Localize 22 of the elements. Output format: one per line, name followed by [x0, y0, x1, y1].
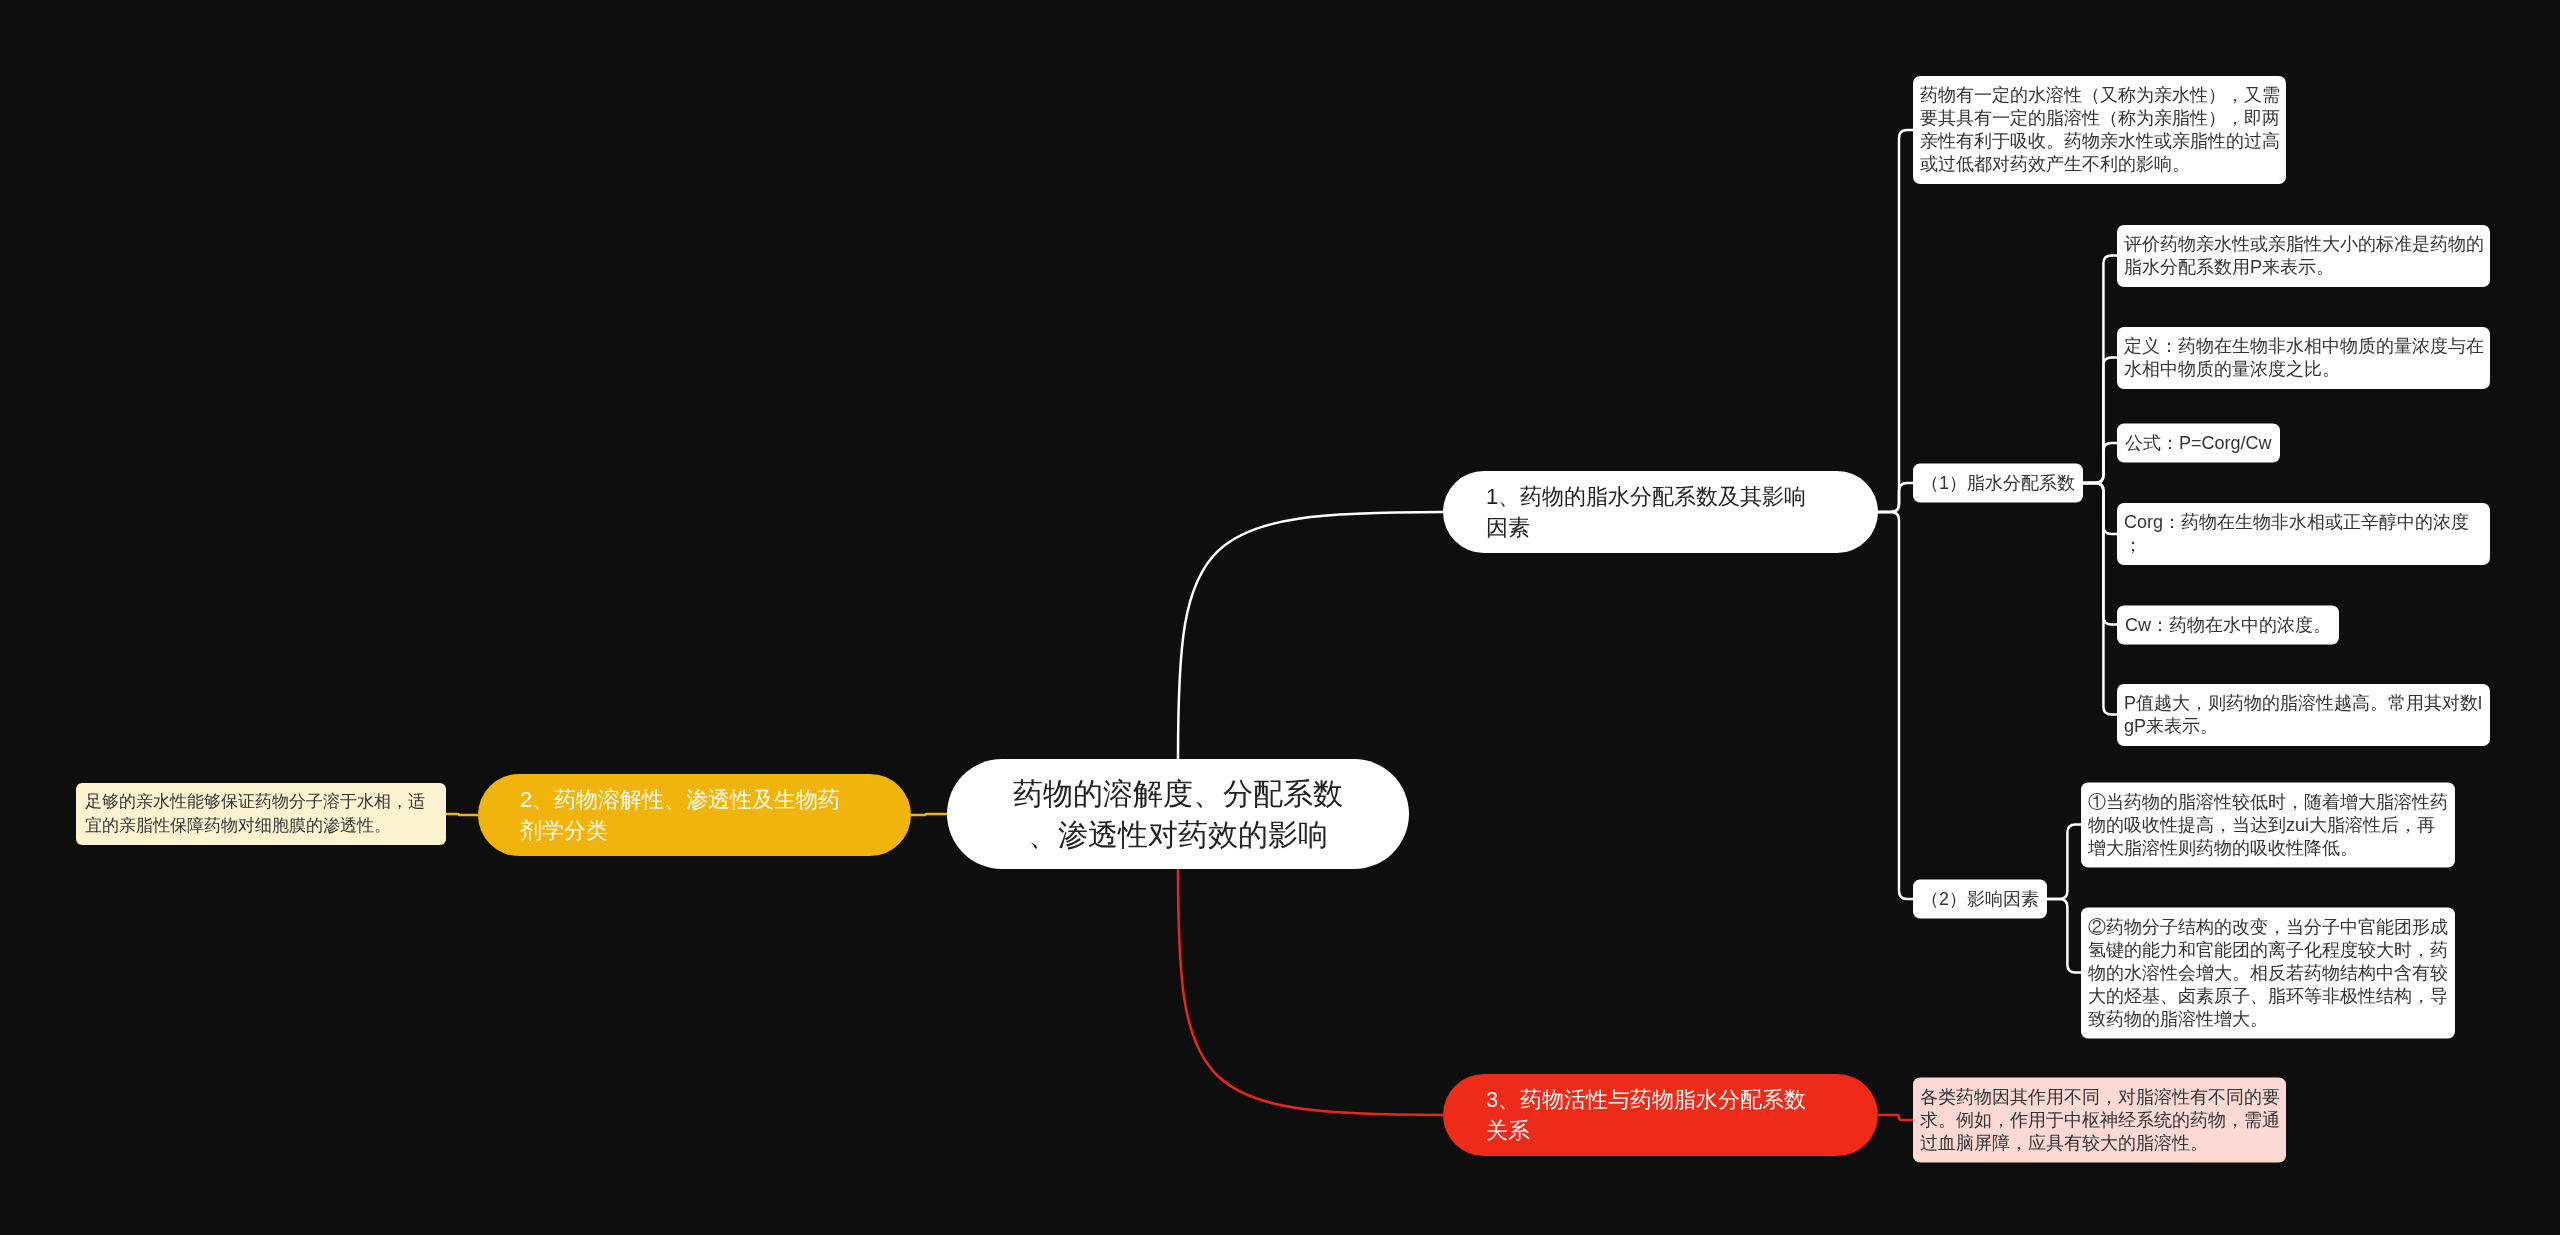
subtopic-box: （1）脂水分配系数 — [1913, 463, 2083, 503]
note-box: 评价药物亲水性或亲脂性大小的标准是药物的脂水分配系数用P来表示。 — [2117, 224, 2490, 287]
note-box: ①当药物的脂溶性较低时，随着增大脂溶性药物的吸收性提高，当达到zui大脂溶性后，再增大脂溶性则药物的吸收性降低。 — [2081, 782, 2455, 867]
branch-topic: 1、药物的脂水分配系数及其影响因素 — [1443, 471, 1878, 553]
connector-line — [1176, 510, 1443, 759]
connector-line — [1176, 869, 1443, 1117]
note-box: 定义：药物在生物非水相中物质的量浓度与在水相中物质的量浓度之比。 — [2117, 326, 2490, 389]
note-box: Corg：药物在生物非水相或正辛醇中的浓度； — [2117, 503, 2490, 565]
note-box: ②药物分子结构的改变，当分子中官能团形成氢键的能力和官能团的离子化程度较大时，药物的水溶性会增大。相反若药物结构中含有较大的烃基、卤素原子、脂环等非极性结构，导致药物的脂溶性增大。 — [2081, 907, 2455, 1038]
connector-line — [911, 812, 947, 817]
connector-line — [1878, 1113, 1913, 1122]
central-topic: 药物的溶解度、分配系数、渗透性对药效的影响 — [947, 759, 1409, 869]
note-box: 公式：P=Corg/Cw — [2117, 423, 2280, 463]
subtopic-box: （2）影响因素 — [1913, 879, 2047, 919]
note-box: 各类药物因其作用不同，对脂溶性有不同的要求。例如，作用于中枢神经系统的药物，需通过血脑屏障，应具有较大的脂溶性。 — [1913, 1077, 2286, 1163]
branch-topic: 3、药物活性与药物脂水分配系数关系 — [1443, 1074, 1878, 1156]
connector-line — [446, 812, 478, 817]
branch-topic: 2、药物溶解性、渗透性及生物药剂学分类 — [478, 774, 911, 856]
note-box: 药物有一定的水溶性（又称为亲水性），又需要其具有一定的脂溶性（称为亲脂性），即两亲性有利于吸收。药物亲水性或亲脂性的过高或过低都对药效产生不利的影响。 — [1913, 76, 2286, 184]
note-box: P值越大，则药物的脂溶性越高。常用其对数lgP来表示。 — [2117, 683, 2490, 746]
note-box: Cw：药物在水中的浓度。 — [2117, 605, 2339, 644]
note-box: 足够的亲水性能够保证药物分子溶于水相，适宜的亲脂性保障药物对细胞膜的渗透性。 — [76, 783, 446, 845]
